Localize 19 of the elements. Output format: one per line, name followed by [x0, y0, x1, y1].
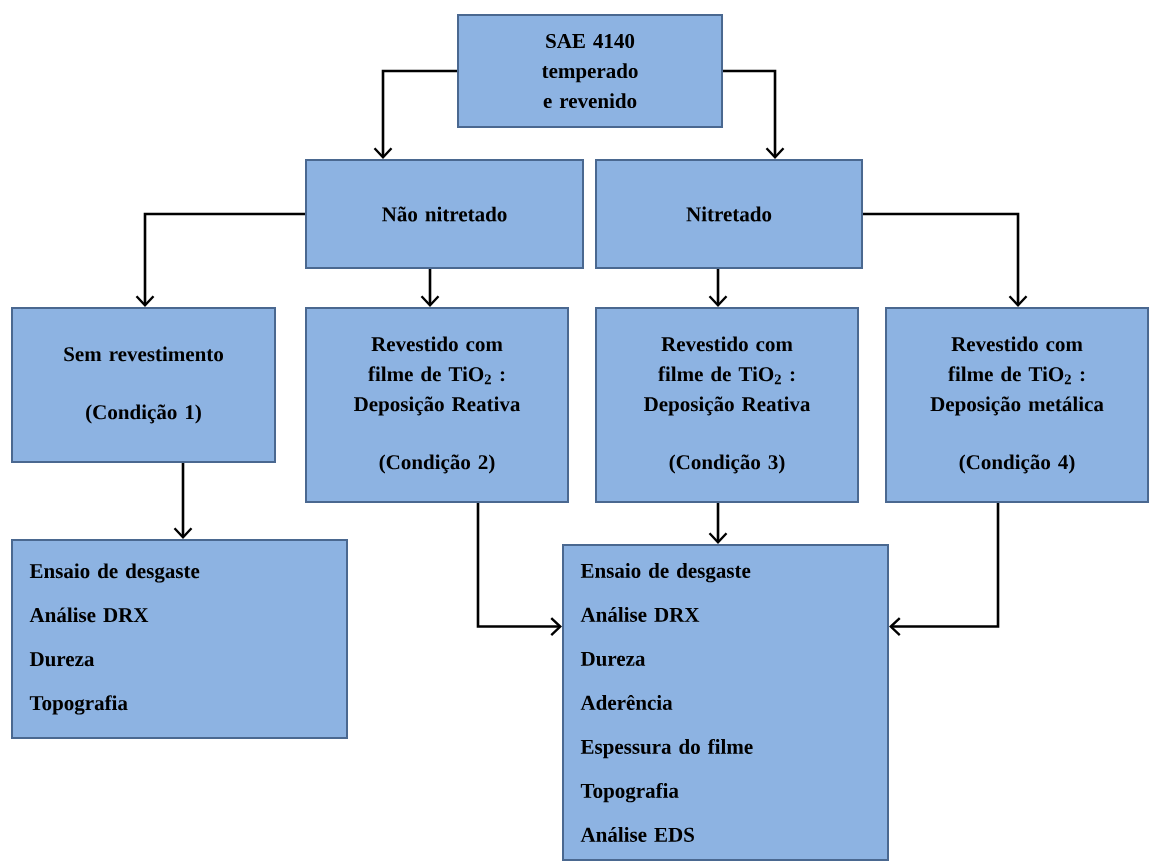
list-box: Ensaio de desgaste Análise DRX Dureza Topografia — [11, 539, 348, 739]
arrow — [863, 212, 1028, 307]
arrow — [135, 212, 305, 307]
arrow — [723, 69, 785, 159]
process-box: Revestido com filme de TiO$_{2}$ : Deposição metálica (Condição 4) — [885, 307, 1149, 503]
arrow — [373, 69, 457, 159]
arrow — [420, 269, 440, 307]
arrow — [889, 503, 1000, 636]
arrow — [708, 269, 728, 307]
list-box: Ensaio de desgaste Análise DRX Dureza Aderência Espessura do filme Topografia Análise EDS — [562, 544, 889, 861]
process-box: Nitretado — [595, 159, 863, 269]
process-box: Revestido com filme de TiO$_{2}$ : Deposição Reativa (Condição 2) — [305, 307, 569, 503]
process-box: Não nitretado — [305, 159, 584, 269]
arrow — [476, 503, 562, 636]
process-box: Sem revestimento (Condição 1) — [11, 307, 276, 463]
arrow — [173, 463, 193, 539]
arrow — [708, 503, 728, 544]
process-box: SAE 4140 temperado e revenido — [457, 14, 723, 128]
process-box: Revestido com filme de TiO$_{2}$ : Deposição Reativa (Condição 3) — [595, 307, 859, 503]
